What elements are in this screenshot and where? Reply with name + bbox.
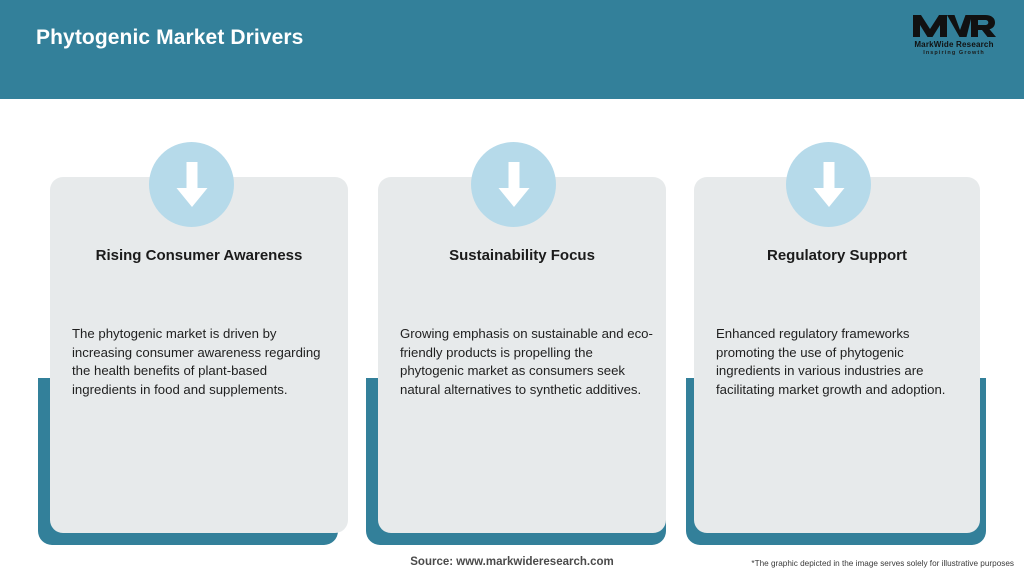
card-badge bbox=[471, 142, 556, 227]
page-title: Phytogenic Market Drivers bbox=[36, 26, 304, 49]
card-panel: Regulatory Support Enhanced regulatory f… bbox=[694, 177, 980, 533]
card-title: Sustainability Focus bbox=[449, 247, 595, 264]
disclaimer-note: *The graphic depicted in the image serve… bbox=[751, 559, 1014, 568]
driver-card: Sustainability Focus Growing emphasis on… bbox=[366, 142, 678, 545]
down-arrow-icon bbox=[176, 161, 207, 207]
card-badge bbox=[786, 142, 871, 227]
card-title: Regulatory Support bbox=[766, 247, 907, 264]
logo-company-name: MarkWide Research bbox=[914, 40, 994, 49]
card-panel: Sustainability Focus Growing emphasis on… bbox=[378, 177, 666, 533]
markwide-research-logo: MarkWide Research Inspiring Growth bbox=[902, 9, 1006, 59]
card-body-text: Enhanced regulatory frameworks promoting… bbox=[716, 326, 946, 397]
logo-tagline: Inspiring Growth bbox=[923, 50, 985, 56]
card-body-text: The phytogenic market is driven by incre… bbox=[72, 326, 321, 397]
down-arrow-icon bbox=[813, 161, 844, 207]
card-body-text: Growing emphasis on sustainable and eco-… bbox=[400, 326, 653, 397]
card-title: Rising Consumer Awareness bbox=[95, 247, 303, 264]
header-bar: Phytogenic Market Drivers MarkWide Resea… bbox=[0, 0, 1024, 99]
down-arrow-icon bbox=[498, 161, 529, 207]
driver-card: Rising Consumer Awareness The phytogenic… bbox=[38, 142, 350, 545]
card-panel: Rising Consumer Awareness The phytogenic… bbox=[50, 177, 348, 533]
card-badge bbox=[149, 142, 234, 227]
driver-card: Regulatory Support Enhanced regulatory f… bbox=[682, 142, 994, 545]
source-label: Source: www.markwideresearch.com bbox=[410, 556, 614, 568]
mwr-monogram-icon bbox=[913, 15, 996, 37]
